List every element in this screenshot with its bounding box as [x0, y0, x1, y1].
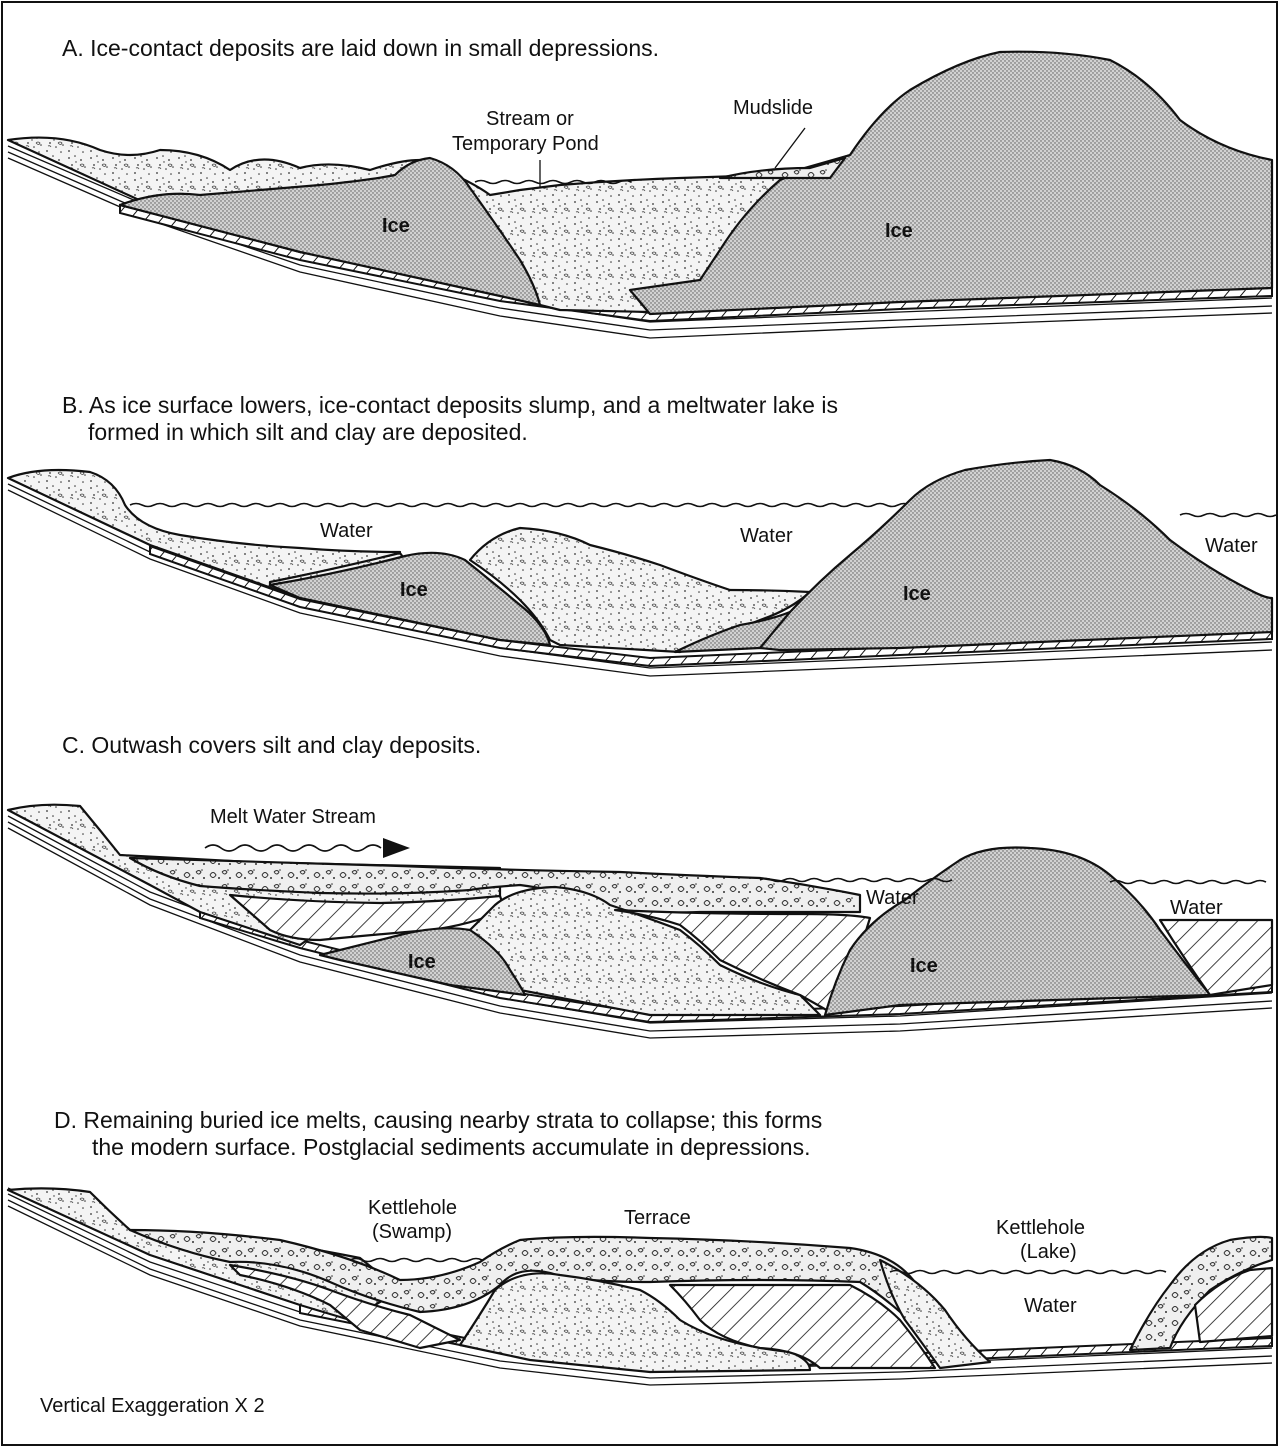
- panel-b-water-right-label: Water: [1205, 535, 1258, 557]
- panel-a-ice-left-label: Ice: [382, 215, 410, 237]
- panel-a-stream-label-2: Temporary Pond: [452, 133, 599, 155]
- panel-c-ice-left-label: Ice: [408, 951, 436, 973]
- panel-c-water-right-label: Water: [1170, 897, 1223, 919]
- panel-d-terrace-label: Terrace: [624, 1207, 691, 1229]
- panel-b-ice-left-label: Ice: [400, 579, 428, 601]
- panel-b-ice-right-label: Ice: [903, 583, 931, 605]
- panel-d: D. Remaining buried ice melts, causing n…: [8, 1107, 1272, 1385]
- panel-a-mudslide-label: Mudslide: [733, 97, 813, 119]
- panel-c-water-center-label: Water: [866, 887, 919, 909]
- panel-d-caption-2: the modern surface. Postglacial sediment…: [92, 1134, 810, 1160]
- panel-c: C. Outwash covers silt and clay deposits…: [8, 732, 1272, 1038]
- panel-d-kettle-swamp-label-2: (Swamp): [372, 1221, 452, 1243]
- panel-b-water-left-label: Water: [320, 520, 373, 542]
- panel-d-caption-1: D. Remaining buried ice melts, causing n…: [54, 1107, 822, 1133]
- panel-b: B. As ice surface lowers, ice-contact de…: [8, 392, 1276, 676]
- panel-c-melt-water-label: Melt Water Stream: [210, 806, 376, 828]
- panel-c-caption: C. Outwash covers silt and clay deposits…: [62, 732, 481, 758]
- melt-water-arrow-head: [383, 838, 410, 858]
- panel-a-caption: A. Ice-contact deposits are laid down in…: [62, 35, 659, 61]
- panel-b-caption-1: B. As ice surface lowers, ice-contact de…: [62, 392, 838, 418]
- panel-b-water-center-label: Water: [740, 525, 793, 547]
- panel-d-kettle-lake-label-1: Kettlehole: [996, 1217, 1085, 1239]
- panel-a: A. Ice-contact deposits are laid down in…: [8, 35, 1272, 338]
- footer-vertical-exaggeration: Vertical Exaggeration X 2: [40, 1395, 265, 1417]
- panel-c-ice-right-label: Ice: [910, 955, 938, 977]
- panel-a-stream-label-1: Stream or: [486, 108, 574, 130]
- panel-d-water-label: Water: [1024, 1295, 1077, 1317]
- panel-d-kettle-swamp-label-1: Kettlehole: [368, 1197, 457, 1219]
- panel-a-ice-right-label: Ice: [885, 220, 913, 242]
- panel-b-caption-2: formed in which silt and clay are deposi…: [88, 419, 528, 445]
- panel-d-kettle-lake-label-2: (Lake): [1020, 1241, 1077, 1263]
